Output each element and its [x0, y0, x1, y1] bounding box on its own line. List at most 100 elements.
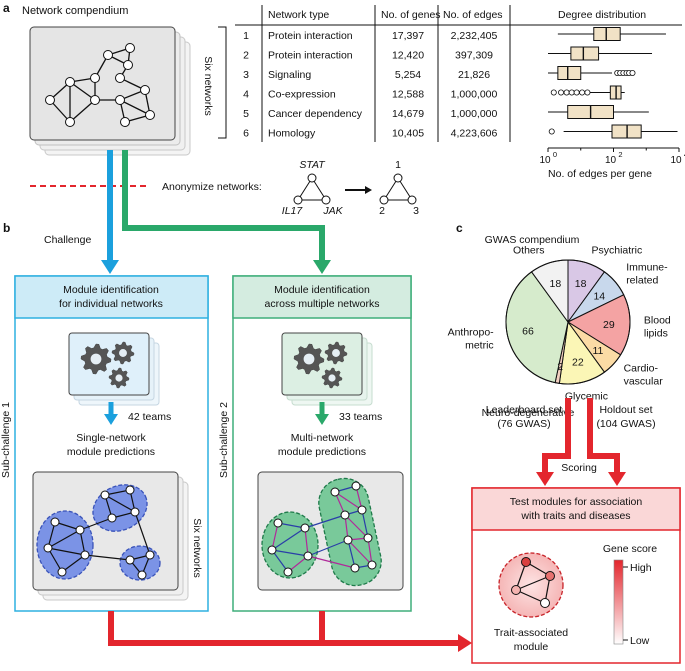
compendium-title: Network compendium [22, 5, 128, 17]
pie-value-label: 22 [572, 357, 584, 369]
pie-category-label: Cardio- [624, 362, 659, 374]
degree-tick-label: 10 [670, 155, 682, 166]
degree-tick-exponent: 0 [553, 150, 557, 159]
degree-tick-exponent: 4 [684, 150, 685, 159]
single-network-modules [36, 484, 161, 581]
leaderboard-line1: Leaderboard set [486, 404, 563, 416]
pie-category-label: metric [465, 339, 494, 351]
boxplot-outlier [584, 89, 591, 96]
test-line1: Test modules for association [510, 496, 643, 508]
sub2-header-line1: Module identification [274, 284, 370, 296]
table-cell-edges: 397,309 [455, 50, 493, 62]
table-cell-type: Homology [268, 128, 316, 140]
degree-axis: 100102104 [539, 147, 685, 166]
boxplot-outlier [629, 70, 636, 77]
gene-score-high: High [630, 562, 652, 574]
anonymize-after-triangle: 1 2 3 [379, 159, 419, 217]
anonymize-arrow-head [365, 186, 372, 194]
pie-value-label: 29 [603, 319, 615, 331]
pie-category-label: Glycemic [565, 391, 608, 403]
table-cell-type: Signaling [268, 69, 311, 81]
boxplot-5 [548, 105, 649, 119]
table-header-degree: Degree distribution [558, 9, 646, 21]
boxplot-box [593, 27, 621, 41]
sub2-teams: 33 teams [339, 411, 382, 423]
leaderboard-line2: (76 GWAS) [497, 418, 550, 430]
table-cell-type: Co-expression [268, 89, 336, 101]
anon-label-il17: IL17 [282, 205, 304, 217]
table-cell-index: 5 [243, 108, 249, 120]
gears-icon-2 [293, 341, 348, 389]
gene-score-colorbar [613, 559, 624, 645]
trait-line1: Trait-associated [494, 627, 568, 639]
table-cell-index: 4 [243, 89, 249, 101]
sub1-teams: 42 teams [128, 411, 171, 423]
table-header-genes: No. of genes [381, 9, 441, 21]
multi-network-modules [261, 477, 382, 587]
test-modules-box: Test modules for association with traits… [471, 487, 681, 664]
table-cell-edges: 4,223,606 [451, 128, 498, 140]
table-cell-type: Protein interaction [268, 30, 353, 42]
boxplot-outlier [568, 89, 575, 96]
anon-label-stat: STAT [299, 159, 326, 171]
sub2-pred-line1: Multi-network [291, 432, 354, 444]
network-card-stack [29, 26, 191, 156]
gene-score-low: Low [630, 635, 650, 647]
sub2-side-label: Sub-challenge 2 [218, 402, 230, 478]
sub2-pred-line2: module predictions [278, 446, 366, 458]
sub-challenge-2: Module identification across multiple ne… [218, 275, 412, 612]
degree-tick-label: 10 [539, 155, 551, 166]
boxplot-6 [548, 124, 678, 139]
sub1-side-label: Sub-challenge 1 [0, 402, 12, 478]
pie-category-label: Psychiatric [592, 245, 643, 257]
red-flow-arrows [108, 611, 472, 652]
boxplot-outlier [573, 89, 580, 96]
sub-challenge-1: Module identification for individual net… [0, 275, 209, 612]
sub1-header-line2: for individual networks [59, 298, 163, 310]
table-cell-genes: 12,420 [392, 50, 424, 62]
panel-label-c: c [456, 221, 463, 235]
gwas-title: GWAS compendium [485, 234, 580, 246]
pie-value-label: 66 [522, 326, 534, 338]
gwas-pie-labels: PsychiatricImmune-relatedBloodlipidsCard… [448, 245, 671, 419]
pie-category-label: Blood [644, 315, 671, 327]
boxplot-outlier [548, 128, 555, 135]
table-cell-index: 6 [243, 128, 249, 140]
sub1-header-line1: Module identification [63, 284, 159, 296]
table-cell-type: Protein interaction [268, 50, 353, 62]
table-header-edges: No. of edges [443, 9, 503, 21]
sub1-six-networks-label: Six networks [191, 518, 203, 578]
table-cell-edges: 2,232,405 [451, 30, 498, 42]
pie-value-label: 18 [550, 278, 562, 290]
pie-category-label: Anthropo- [448, 326, 495, 338]
pie-value-label: 11 [592, 345, 603, 357]
six-networks-label-a: Six networks [202, 56, 214, 116]
panel-label-a: a [3, 1, 10, 15]
boxplot-box [570, 46, 600, 61]
table-cell-genes: 10,405 [392, 128, 424, 140]
boxplot-outlier [558, 89, 565, 96]
table-cell-index: 3 [243, 69, 249, 81]
boxplot-box [557, 66, 582, 80]
degree-axis-label: No. of edges per gene [548, 168, 652, 180]
pie-category-label: related [626, 275, 658, 287]
table-cell-genes: 5,254 [395, 69, 421, 81]
sub2-header-line2: across multiple networks [265, 298, 380, 310]
boxplot-4 [550, 85, 625, 100]
boxplot-2 [548, 46, 653, 61]
anon-label-jak: JAK [322, 205, 343, 217]
pie-value-label: 18 [575, 278, 587, 290]
boxplot-3 [548, 66, 636, 80]
table-cell-genes: 12,588 [392, 89, 424, 101]
table-cell-edges: 1,000,000 [451, 89, 498, 101]
anon-label-1: 1 [395, 159, 401, 171]
boxplot-outlier [579, 89, 586, 96]
anon-label-2: 2 [379, 205, 385, 217]
test-line2: with traits and diseases [520, 510, 630, 522]
pie-category-label: Others [513, 245, 545, 257]
anon-label-3: 3 [413, 205, 419, 217]
holdout-line1: Holdout set [599, 404, 652, 416]
pie-value-label: 14 [593, 291, 605, 303]
table-cell-edges: 1,000,000 [451, 108, 498, 120]
